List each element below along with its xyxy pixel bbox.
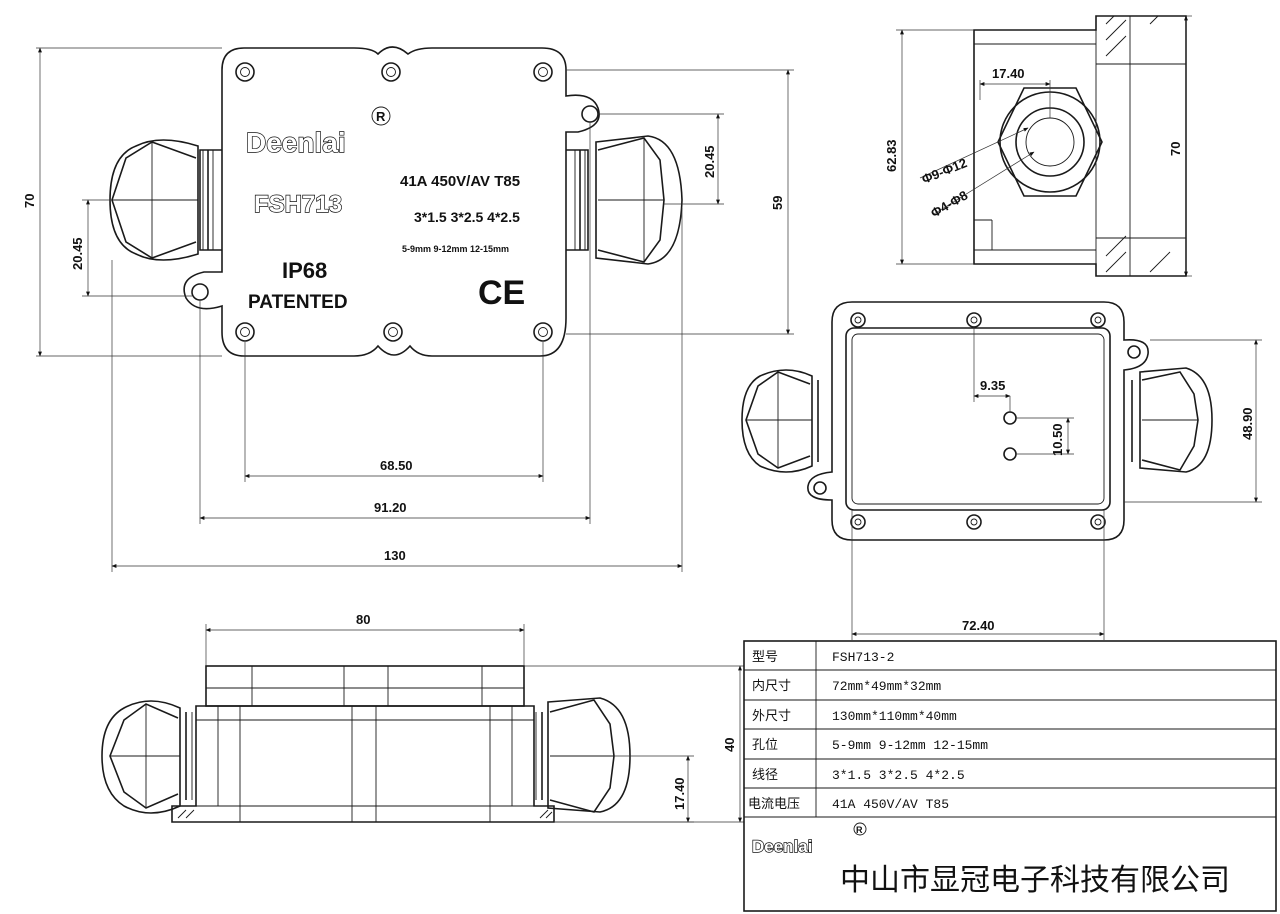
spec-label-model: 型号	[752, 650, 778, 665]
dim-large-dia: Φ9-Φ12	[920, 155, 970, 187]
dim-inner-spacing: 10.50	[1050, 423, 1065, 456]
top-view: Deenlai R FSH713 41A 450V/AV T85 3*1.5 3…	[22, 46, 794, 572]
model-label: FSH713	[254, 191, 342, 218]
registered-mark: R	[376, 109, 386, 124]
dim-lid-length: 80	[356, 612, 370, 627]
spec-value-inner: 72mm*49mm*32mm	[832, 679, 941, 694]
top-view-body	[183, 46, 600, 357]
inner-mount-holes	[813, 312, 1141, 530]
dim-inner-offset: 9.35	[980, 378, 1005, 393]
spec-value-rating: 41A 450V/AV T85	[832, 797, 949, 812]
spec-label-outer: 外尺寸	[752, 709, 791, 724]
front-left-gland	[101, 700, 193, 814]
spec-value-outer: 130mm*110mm*40mm	[832, 709, 957, 724]
dim-hole-spacing: 68.50	[380, 458, 413, 473]
table-registered-mark: R	[856, 825, 863, 835]
top-dimensions: 70 20.45 20.45 59 68.50 91.20 13	[22, 47, 794, 572]
rating-label: 41A 450V/AV T85	[400, 173, 520, 190]
dim-side-outer: 62.83	[884, 139, 899, 172]
inner-view: 9.35 10.50 48.90 72.40	[741, 301, 1262, 640]
ip-label: IP68	[282, 258, 327, 283]
dim-gland-offset-left: 20.45	[70, 237, 85, 270]
brand-logo: Deenlai	[246, 127, 346, 158]
dim-total-length: 130	[384, 548, 406, 563]
ce-mark: CE	[478, 274, 525, 312]
spec-label-rating: 电流电压	[748, 797, 800, 812]
dim-side-total: 70	[1168, 142, 1183, 156]
spec-value-holes: 5-9mm 9-12mm 12-15mm	[832, 738, 988, 753]
spec-value-wire: 3*1.5 3*2.5 4*2.5	[832, 768, 965, 783]
dim-height-70: 70	[22, 194, 37, 208]
spec-label-holes: 孔位	[752, 738, 778, 753]
spec-table: 型号 FSH713-2 内尺寸 72mm*49mm*32mm 外尺寸 130mm…	[743, 640, 1277, 912]
left-cable-gland	[109, 139, 222, 261]
patent-label: PATENTED	[248, 292, 348, 313]
dim-body-59: 59	[770, 196, 785, 210]
dim-front-gland: 17.40	[672, 777, 687, 810]
dim-front-height: 40	[722, 738, 737, 752]
spec-label-inner: 内尺寸	[752, 678, 791, 694]
spec-value-model: FSH713-2	[832, 650, 894, 665]
dim-gland-offset-right: 20.45	[702, 145, 717, 178]
table-brand-logo: Deenlai	[752, 837, 812, 856]
inner-right-gland	[1131, 367, 1213, 473]
dim-inner-length: 72.40	[962, 618, 995, 633]
dim-ear-spacing: 91.20	[374, 500, 407, 515]
holes-label: 5-9mm 9-12mm 12-15mm	[402, 244, 509, 254]
company-name: 中山市显冠电子科技有限公司	[840, 863, 1230, 898]
side-view: 17.40 62.83 70 Φ9-Φ12 Φ4-Φ8	[884, 15, 1192, 277]
front-right-gland	[535, 697, 631, 813]
dim-small-dia: Φ4-Φ8	[928, 188, 970, 221]
front-view: 80 40 17.40	[101, 612, 744, 823]
dim-side-gland: 17.40	[992, 66, 1025, 81]
dim-inner-width: 48.90	[1240, 407, 1255, 440]
wire-label: 3*1.5 3*2.5 4*2.5	[414, 209, 520, 225]
inner-left-gland	[741, 369, 819, 473]
right-cable-gland	[566, 135, 683, 265]
spec-label-wire: 线径	[752, 768, 778, 783]
